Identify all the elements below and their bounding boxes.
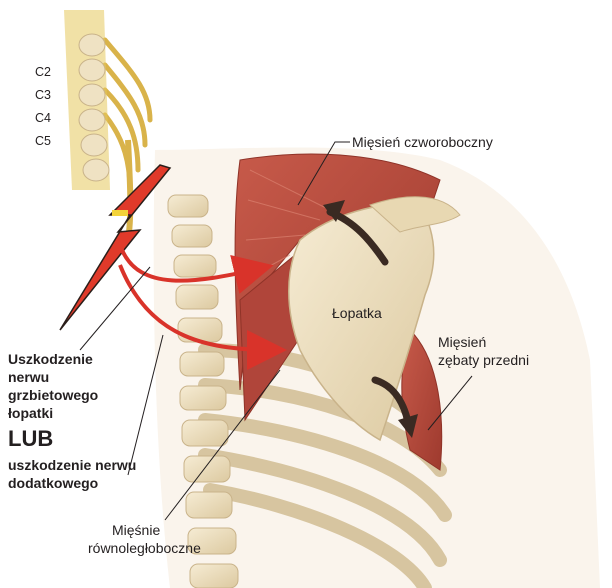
injury-line-1: Uszkodzenie: [8, 350, 93, 368]
scapula-label: Łopatka: [332, 305, 382, 321]
spine-level-c4: C4: [35, 111, 51, 125]
rhomboid-label-line2: równoległoboczne: [88, 540, 201, 556]
injury-line-3: grzbietowego: [8, 386, 98, 404]
spine-level-c3: C3: [35, 88, 51, 102]
injury-line-6: dodatkowego: [8, 474, 98, 492]
injury-line-4: łopatki: [8, 404, 53, 422]
serratus-label-line1: Mięsień: [438, 334, 486, 350]
injury-or-word: LUB: [8, 426, 53, 451]
cervical-spine: [64, 10, 110, 190]
rhomboid-label-line1: Mięśnie: [112, 522, 160, 538]
spine-level-c5: C5: [35, 134, 51, 148]
serratus-label-line2: zębaty przedni: [438, 352, 529, 368]
injury-line-2: nerwu: [8, 368, 49, 386]
injury-line-5: uszkodzenie nerwu: [8, 456, 136, 474]
spine-level-c2: C2: [35, 65, 51, 79]
trapezius-label: Mięsień czworoboczny: [352, 134, 493, 150]
nerve-trunk: [128, 140, 130, 240]
